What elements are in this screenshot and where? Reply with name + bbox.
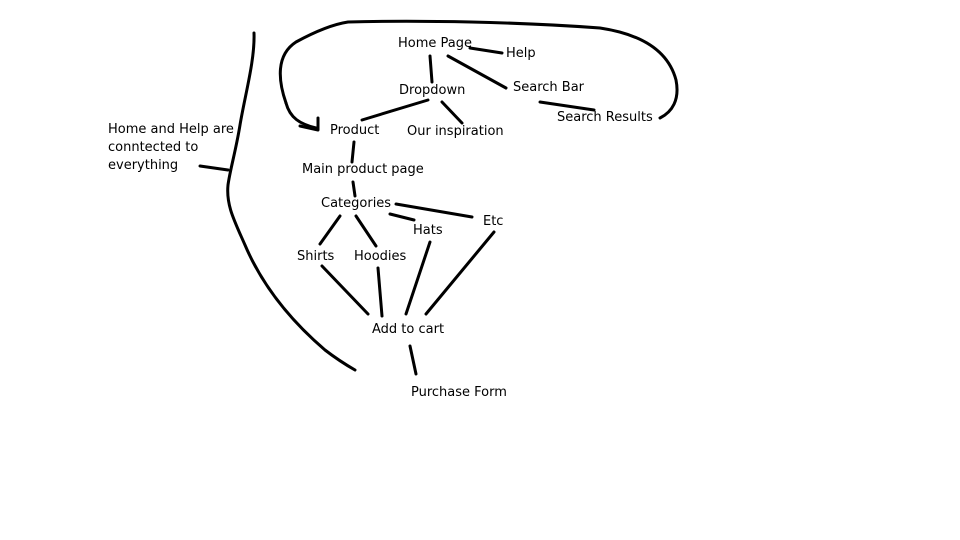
node-our-inspiration: Our inspiration [407, 124, 504, 139]
node-purchase-form: Purchase Form [411, 385, 507, 400]
left-bracket-curve [226, 31, 357, 372]
edge-cart-purchase [408, 344, 418, 376]
loop-connector [278, 19, 679, 120]
node-main-product-page: Main product page [302, 162, 424, 177]
node-search-results: Search Results [557, 110, 653, 125]
node-etc: Etc [483, 214, 504, 229]
node-dropdown: Dropdown [399, 83, 466, 98]
node-product: Product [330, 123, 380, 138]
node-shirts: Shirts [297, 249, 335, 264]
edge-home-help [468, 46, 504, 55]
annotation-line-3: everything [108, 158, 179, 173]
node-hats: Hats [413, 223, 443, 238]
edge-categories-hats [388, 212, 416, 222]
edge-dropdown-inspiration [440, 100, 464, 125]
edge-hoodies-cart [376, 266, 384, 318]
edge-etc-cart [424, 230, 496, 316]
edge-home-search [446, 54, 508, 90]
edge-dropdown-product [360, 98, 430, 122]
edge-product-main [350, 140, 356, 164]
loop-arrow-stem [284, 101, 318, 130]
node-help: Help [506, 46, 536, 61]
edge-categories-hoodies [354, 214, 378, 248]
edge-categories-etc [394, 202, 474, 219]
annotation-line-2: conntected to [108, 140, 199, 155]
node-hoodies: Hoodies [354, 249, 407, 264]
node-add-to-cart: Add to cart [372, 322, 445, 337]
node-home-page: Home Page [398, 36, 472, 51]
node-search-bar: Search Bar [513, 80, 585, 95]
loop-arrowhead [298, 116, 320, 132]
edge-shirts-cart [320, 264, 370, 316]
annotation-pointer [198, 164, 230, 172]
node-categories: Categories [321, 196, 392, 211]
edge-main-categories [351, 180, 357, 198]
edge-hats-cart [404, 240, 432, 316]
edge-home-dropdown [428, 54, 434, 84]
edge-search-results [538, 100, 596, 112]
annotation-line-1: Home and Help are [108, 122, 234, 137]
edge-categories-shirts [318, 214, 342, 246]
